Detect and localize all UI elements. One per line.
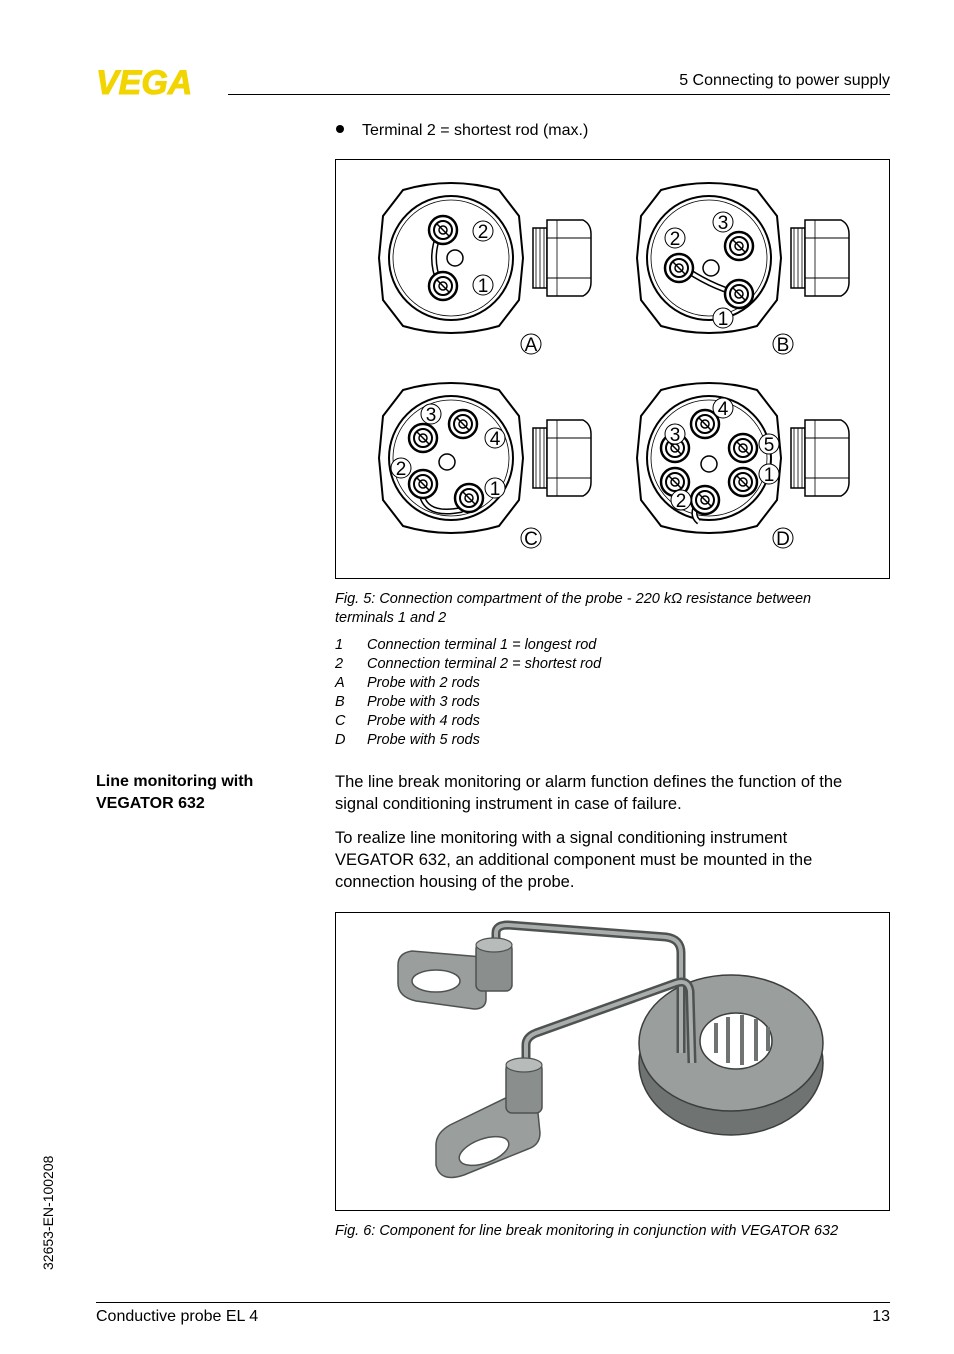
panel-d-terminal-5-label: 5 xyxy=(764,435,775,456)
probe-5-rods-drawing: 4 3 5 1 2 D xyxy=(636,382,850,550)
legend-key: C xyxy=(335,713,346,729)
panel-d-terminal-1-label: 1 xyxy=(764,465,775,486)
legend-key: 2 xyxy=(335,656,344,672)
panel-b-terminal-1-label: 1 xyxy=(718,309,729,330)
connection-compartment-drawing: 2 1 A 2 3 1 B xyxy=(378,182,850,550)
page-number: 13 xyxy=(872,1308,890,1325)
legend-item: D Probe with 5 rods xyxy=(335,731,890,750)
figure-6-line-break-component xyxy=(335,912,890,1211)
logo-text: VEGA xyxy=(96,64,192,98)
legend-text: Connection terminal 2 = shortest rod xyxy=(367,656,602,672)
section-heading: Line monitoring with VEGATOR 632 xyxy=(96,771,306,815)
paragraph-2: To realize line monitoring with a signal… xyxy=(335,827,895,893)
legend-item: A Probe with 2 rods xyxy=(335,674,890,693)
legend-text: Probe with 5 rods xyxy=(367,732,480,748)
legend-text: Probe with 2 rods xyxy=(367,675,480,691)
probe-4-rods-drawing: 3 4 2 1 C xyxy=(378,382,592,550)
panel-d-terminal-3-label: 3 xyxy=(670,425,681,446)
panel-c-terminal-2-label: 2 xyxy=(396,459,407,480)
paragraph-line: To realize line monitoring with a signal… xyxy=(335,829,788,847)
panel-b-terminal-3-label: 3 xyxy=(718,213,729,234)
probe-2-rods-drawing: 2 1 A xyxy=(378,182,592,356)
paragraph-line: VEGATOR 632, an additional component mus… xyxy=(335,851,813,869)
legend-text: Probe with 4 rods xyxy=(367,713,480,729)
bullet-text: Terminal 2 = shortest rod (max.) xyxy=(362,122,589,139)
line-break-component-drawing xyxy=(397,920,824,1179)
legend-key: D xyxy=(335,732,346,748)
legend-key: A xyxy=(335,675,345,691)
figure-5-caption-line-1: Fig. 5: Connection compartment of the pr… xyxy=(335,591,812,607)
paragraph-line: The line break monitoring or alarm funct… xyxy=(335,773,843,791)
paragraph-1: The line break monitoring or alarm funct… xyxy=(335,771,895,815)
panel-d-terminal-2-label: 2 xyxy=(676,491,687,512)
legend-item: B Probe with 3 rods xyxy=(335,693,890,712)
legend-item: 2 Connection terminal 2 = shortest rod xyxy=(335,655,890,674)
panel-c-terminal-4-label: 4 xyxy=(490,429,501,450)
bullet-item: Terminal 2 = shortest rod (max.) xyxy=(336,122,588,140)
legend-text: Connection terminal 1 = longest rod xyxy=(367,637,597,653)
paragraph-line: connection housing of the probe. xyxy=(335,873,575,891)
vega-logo: VEGA xyxy=(96,64,193,98)
paragraph-line: signal conditioning instrument in case o… xyxy=(335,795,682,813)
header-divider xyxy=(228,94,890,95)
legend-item: C Probe with 4 rods xyxy=(335,712,890,731)
figure-5-caption: Fig. 5: Connection compartment of the pr… xyxy=(335,590,890,628)
panel-c-terminal-3-label: 3 xyxy=(426,405,437,426)
panel-c-terminal-1-label: 1 xyxy=(490,479,501,500)
figure-5-caption-line-2: terminals 1 and 2 xyxy=(335,610,447,626)
panel-d-terminal-4-label: 4 xyxy=(718,399,729,420)
panel-a-terminal-2-label: 2 xyxy=(478,222,489,243)
panel-c-letter: C xyxy=(524,529,538,550)
panel-b-letter: B xyxy=(777,335,790,356)
section-header: 5 Connecting to power supply xyxy=(679,72,890,89)
section-heading-line-2: VEGATOR 632 xyxy=(96,795,205,812)
panel-b-terminal-2-label: 2 xyxy=(670,229,681,250)
legend-key: 1 xyxy=(335,637,344,653)
legend-text: Probe with 3 rods xyxy=(367,694,480,710)
figure-6-caption: Fig. 6: Component for line break monitor… xyxy=(335,1223,839,1239)
legend-key: B xyxy=(335,694,345,710)
panel-a-terminal-1-label: 1 xyxy=(478,276,489,297)
footer-divider xyxy=(96,1302,890,1303)
legend-item: 1 Connection terminal 1 = longest rod xyxy=(335,636,890,655)
figure-5-connection-compartment: 2 1 A 2 3 1 B xyxy=(335,159,890,579)
figure-5-legend: 1 Connection terminal 1 = longest rod 2 Co… xyxy=(335,636,890,750)
probe-3-rods-drawing: 2 3 1 B xyxy=(636,182,850,356)
document-id: 32653-EN-100208 xyxy=(40,1155,56,1270)
bullet-dot-icon xyxy=(336,124,344,133)
panel-d-letter: D xyxy=(776,529,790,550)
panel-a-letter: A xyxy=(525,335,538,356)
footer-title: Conductive probe EL 4 xyxy=(96,1308,259,1325)
section-heading-line-1: Line monitoring with xyxy=(96,773,254,790)
